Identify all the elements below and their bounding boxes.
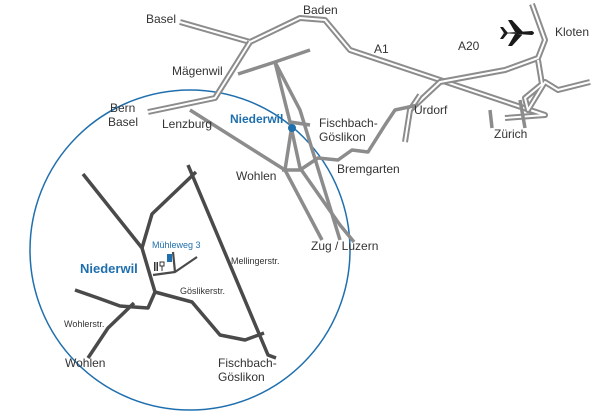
label-fischbach: Fischbach- bbox=[319, 116, 378, 130]
airplane-icon bbox=[500, 20, 534, 46]
detail-label-niederwil: Niederwil bbox=[80, 261, 138, 276]
detail-circle bbox=[29, 89, 351, 411]
detail-label-fischbach: Fischbach- bbox=[218, 356, 277, 370]
building-icon bbox=[167, 254, 172, 262]
label-bern: Bern bbox=[110, 101, 136, 115]
label-a1: A1 bbox=[374, 42, 389, 56]
restaurant-icon bbox=[154, 261, 165, 271]
highway-network bbox=[147, 2, 591, 143]
label-maegenwil: Mägenwil bbox=[172, 64, 223, 78]
detail-label-mellingerstr: Mellingerstr. bbox=[231, 256, 280, 266]
label-zug-luzern: Zug / Luzern bbox=[311, 239, 379, 253]
detail-label-address: Mühleweg 3 bbox=[152, 240, 201, 250]
label-a20: A20 bbox=[458, 39, 480, 53]
local-road-network bbox=[74, 164, 277, 360]
detail-label-wohlerstr: Wohlerstr. bbox=[64, 319, 105, 329]
detail-label-wohlen: Wohlen bbox=[65, 356, 106, 370]
road-network bbox=[189, 48, 527, 244]
label-niederwil: Niederwil bbox=[230, 112, 284, 126]
label-kloten: Kloten bbox=[555, 25, 590, 39]
label-bremgarten: Bremgarten bbox=[337, 162, 400, 176]
location-marker-icon bbox=[288, 124, 296, 132]
label-goeslikon: Göslikon bbox=[319, 130, 366, 144]
label-lenzburg: Lenzburg bbox=[162, 117, 213, 131]
detail-label-goeslikon: Göslikon bbox=[218, 370, 265, 384]
detail-label-goeslikerstr: Göslikerstr. bbox=[180, 286, 226, 296]
label-urdorf: Urdorf bbox=[414, 103, 448, 117]
label-baden: Baden bbox=[303, 3, 338, 17]
label-zuerich: Zürich bbox=[494, 127, 528, 141]
label-wohlen: Wohlen bbox=[236, 169, 277, 183]
label-basel-left: Basel bbox=[108, 115, 139, 129]
label-basel-top: Basel bbox=[146, 12, 177, 26]
